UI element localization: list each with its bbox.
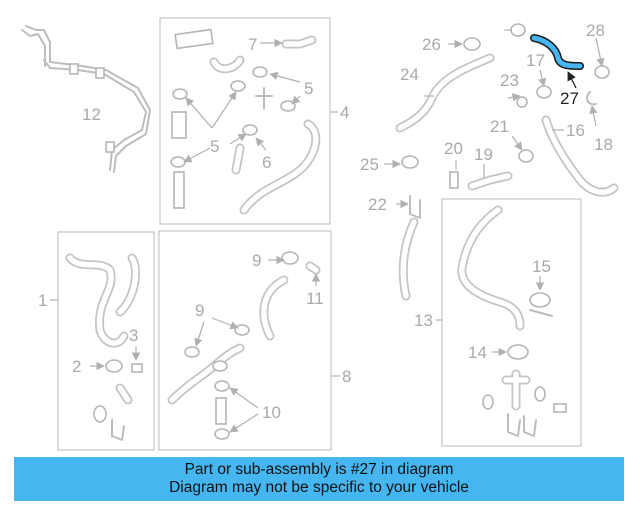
callout-2: 2 [72,357,81,376]
callout-23: 23 [500,71,519,90]
callout-10: 10 [262,403,281,422]
callout-27-highlighted: 27 [560,89,579,108]
callout-5b: 5 [210,137,219,156]
right-upper-parts [395,23,619,301]
group-box-8 [158,230,332,451]
part-12-pipe [21,25,151,173]
callout-24: 24 [400,65,419,84]
caption-line-2: Diagram may not be specific to your vehi… [169,479,469,496]
parts-diagram: 1 2 3 4 5 5 6 7 8 9 9 10 11 12 13 14 15 … [21,17,619,451]
group-box-1 [57,231,155,451]
group-8-parts [167,251,321,440]
callout-25: 25 [360,155,379,174]
group-4-parts [170,28,321,215]
callout-21: 21 [490,117,509,136]
caption-banner: Part or sub-assembly is #27 in diagram D… [14,457,624,501]
caption-line-1: Part or sub-assembly is #27 in diagram [184,461,454,478]
callout-19: 19 [474,145,493,164]
callout-1: 1 [38,291,47,310]
callout-13: 13 [414,311,433,330]
group-1-parts [65,253,143,441]
part-27-hose-highlighted [530,34,584,70]
callout-17: 17 [526,51,545,70]
callout-9a: 9 [252,251,261,270]
callout-9b: 9 [195,301,204,320]
callout-3: 3 [129,326,138,345]
group-box-4 [159,17,331,225]
callout-5a: 5 [304,79,313,98]
callout-20: 20 [444,139,463,158]
callout-8: 8 [342,367,351,386]
callout-26: 26 [422,35,441,54]
callout-15: 15 [532,257,551,276]
callout-28: 28 [586,21,605,40]
callout-7: 7 [248,35,257,54]
callout-18: 18 [594,135,613,154]
callout-11: 11 [306,289,324,308]
callout-14: 14 [468,343,487,362]
callout-16: 16 [566,121,585,140]
callout-4: 4 [340,103,349,122]
group-13-parts [457,205,567,437]
callout-22: 22 [368,195,387,214]
callout-6: 6 [262,153,271,172]
callout-12: 12 [82,105,101,124]
group-box-13 [441,198,582,447]
